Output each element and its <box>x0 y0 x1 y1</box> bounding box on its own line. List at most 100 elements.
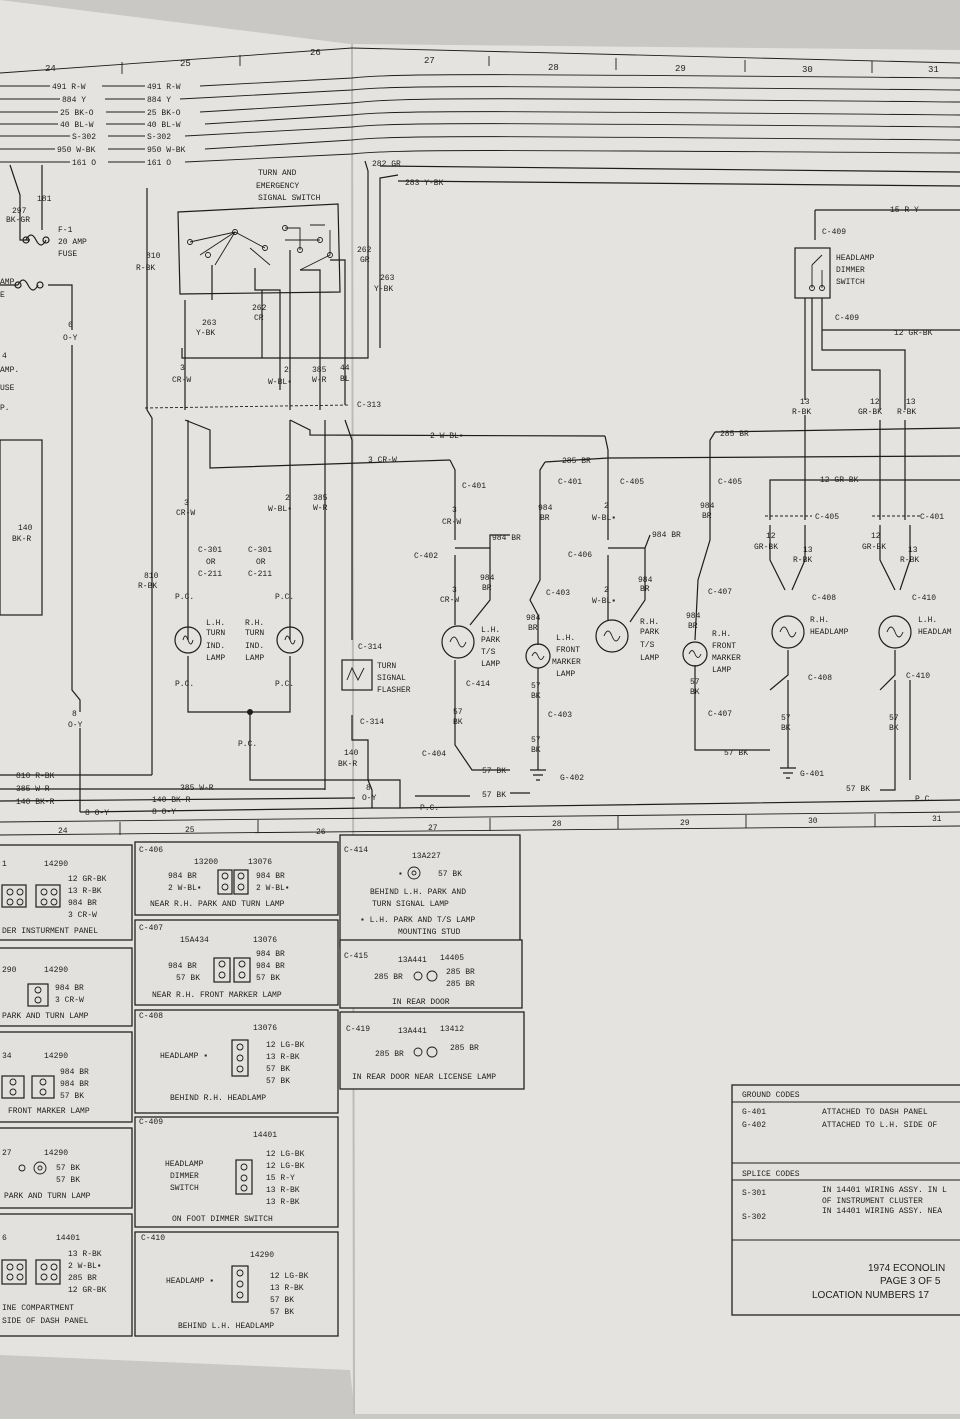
connector-c405-hl: C-405 <box>815 513 839 522</box>
wire-57bk-2: 57 BK <box>482 791 506 800</box>
lh-park-4: LAMP <box>481 660 500 669</box>
wire-385: 385 W-R <box>16 785 50 794</box>
legend-c414-caption: BEHIND L.H. PARK AND <box>370 888 466 897</box>
label-4: 4 <box>2 352 7 361</box>
label-pc-1: P.C. <box>175 593 194 602</box>
label-263c: Y-BK <box>196 329 215 338</box>
lamp-label-57ec: BK <box>690 688 700 697</box>
rh-park-2: PARK <box>640 628 659 637</box>
rh-ind-2: TURN <box>245 629 264 638</box>
grid-bottom-30: 30 <box>808 817 818 826</box>
legend-c409-b: 14401 <box>253 1131 277 1140</box>
ind-label-2: 2 <box>285 494 290 503</box>
legend-c408: C-408 13076 HEADLAMP ▪ 12 LG-BK 13 R-BK … <box>139 1012 305 1103</box>
label-8-f: 8 <box>366 784 371 793</box>
legend-left-2: 34 14290 984 BR 984 BR 57 BK FRONT MARKE… <box>1 1052 90 1116</box>
turn-signal-switch: TURN AND EMERGENCY SIGNAL SWITCH <box>177 169 346 410</box>
legend-c414-note2: MOUNTING STUD <box>398 928 461 937</box>
legend-c415: C-415 13A441 14405 285 BR 285 BR 285 BR … <box>344 952 475 1007</box>
label-262vc: GR <box>360 256 370 265</box>
ground-g401-hl: G-401 <box>800 770 824 779</box>
lamp-label-3b: 3 <box>452 586 457 595</box>
legend-left-3-l1: 57 BK <box>56 1176 80 1185</box>
grid-bottom-25: 25 <box>185 826 195 835</box>
lh-fm-3: MARKER <box>552 658 581 667</box>
wire-140-b: 140 BK-R <box>152 796 191 805</box>
legend-c408-caption: BEHIND R.H. HEADLAMP <box>170 1094 266 1103</box>
hl-label-57b: 57 <box>889 714 899 723</box>
legend-c415-r0: 285 BR <box>446 968 475 977</box>
legend-left-2-l2: 57 BK <box>60 1092 84 1101</box>
title-block-line1: 1974 ECONOLIN <box>868 1263 945 1274</box>
ind-label-385: 385 <box>313 494 328 503</box>
legend-c415-r1: 285 BR <box>446 980 475 989</box>
label-pc-2: P.C. <box>275 593 294 602</box>
legend-c408-id: C-408 <box>139 1012 163 1021</box>
bus-left-161: 161 O <box>72 159 96 168</box>
fuse-f1-icon <box>25 234 47 246</box>
hl-label-13e: 13 <box>908 546 918 555</box>
wire-282-label: 282 GR <box>372 160 401 169</box>
label-e: E <box>0 291 5 300</box>
legend-left-2-a: 34 <box>2 1052 12 1061</box>
wire-pc: P.C. <box>420 804 439 813</box>
wire-2-wbl: 2 W-BL▪ <box>430 432 464 441</box>
legend-left-4-l2: 285 BR <box>68 1274 97 1283</box>
lamp-label-984bc: BR <box>482 584 492 593</box>
wire-57bk-3: 57 BK <box>724 749 748 758</box>
label-20amp: 20 AMP <box>58 238 87 247</box>
legend-left-2-b: 14290 <box>44 1052 68 1061</box>
lamp-label-984gc: BR <box>702 512 712 521</box>
splice-code-s302: S-302 <box>742 1213 766 1222</box>
legend-c414-bullet: ▪ <box>398 870 403 879</box>
wire-15ry: 15 R-Y <box>890 206 919 215</box>
lamp-label-984: 984 BR <box>492 534 521 543</box>
wire-57bk-1: 57 BK <box>482 767 506 776</box>
hl-label-12bc: GR-BK <box>754 543 778 552</box>
legend-c419-caption: IN REAR DOOR NEAR LICENSE LAMP <box>352 1073 496 1082</box>
legend-c409-left2: DIMMER <box>170 1172 199 1181</box>
legend-c409-r0: 12 LG-BK <box>266 1150 305 1159</box>
connector-c401-hl: C-401 <box>920 513 944 522</box>
lh-fm-4: LAMP <box>556 670 575 679</box>
lamp-label-984hc: BR <box>688 622 698 631</box>
turn-signal-flasher <box>341 659 373 691</box>
legend-c414-caption2: TURN SIGNAL LAMP <box>372 900 449 909</box>
legend-c406-r1: 2 W-BL▪ <box>256 884 290 893</box>
switch-title-1: TURN AND <box>258 169 297 178</box>
ground-g402: G-402 <box>560 774 584 783</box>
hl-label-12c: GR-BK <box>858 408 882 417</box>
legend-c419-r: 285 BR <box>450 1044 479 1053</box>
legend-left-4-l3: 12 GR-BK <box>68 1286 107 1295</box>
lamp-label-57b: 57 <box>531 682 541 691</box>
bus-left-s302: S-302 <box>72 133 96 142</box>
ground-code-g402: G-402 <box>742 1121 766 1130</box>
legend-left-0-l0: 12 GR-BK <box>68 875 107 884</box>
legend-c408-r1: 13 R-BK <box>266 1053 300 1062</box>
ind-label-385c: W-R <box>313 504 328 513</box>
lamp-label-984dc: BR <box>528 624 538 633</box>
label-pc-5: P.C. <box>238 740 257 749</box>
legend-c414-a: 13A227 <box>412 852 441 861</box>
bus-right-884: 884 Y <box>147 96 171 105</box>
legend-left-3-caption: PARK AND TURN LAMP <box>4 1192 91 1201</box>
rh-ind-3: IND. <box>245 642 264 651</box>
wire-pc-2: P.C. <box>915 795 934 804</box>
legend-c415-caption: IN REAR DOOR <box>392 998 450 1007</box>
label-or-2: OR <box>256 558 266 567</box>
legend-left-2-l1: 984 BR <box>60 1080 89 1089</box>
hl-label-13b: 13 <box>906 398 916 407</box>
legend-left-3-a: 27 <box>2 1149 12 1158</box>
connector-c314-a: C-314 <box>358 643 382 652</box>
legend-c406-l0: 984 BR <box>168 872 197 881</box>
legend-c407-r0: 984 BR <box>256 950 285 959</box>
grid-top-26: 26 <box>310 48 321 58</box>
rh-park-4: LAMP <box>640 654 659 663</box>
grid-top-30: 30 <box>802 65 813 75</box>
rh-turn-indicator-lamp <box>276 626 304 654</box>
rh-fm-2: FRONT <box>712 642 736 651</box>
legend-right-column: C-414 13A227 ▪ 57 BK BEHIND L.H. PARK AN… <box>339 834 525 1090</box>
grid-top-25: 25 <box>180 59 191 69</box>
connector-c313: C-313 <box>357 401 381 410</box>
fuse-area: 297 BK-GR 181 F-1 20 AMP FUSE AMP E 4 AM… <box>0 164 87 413</box>
